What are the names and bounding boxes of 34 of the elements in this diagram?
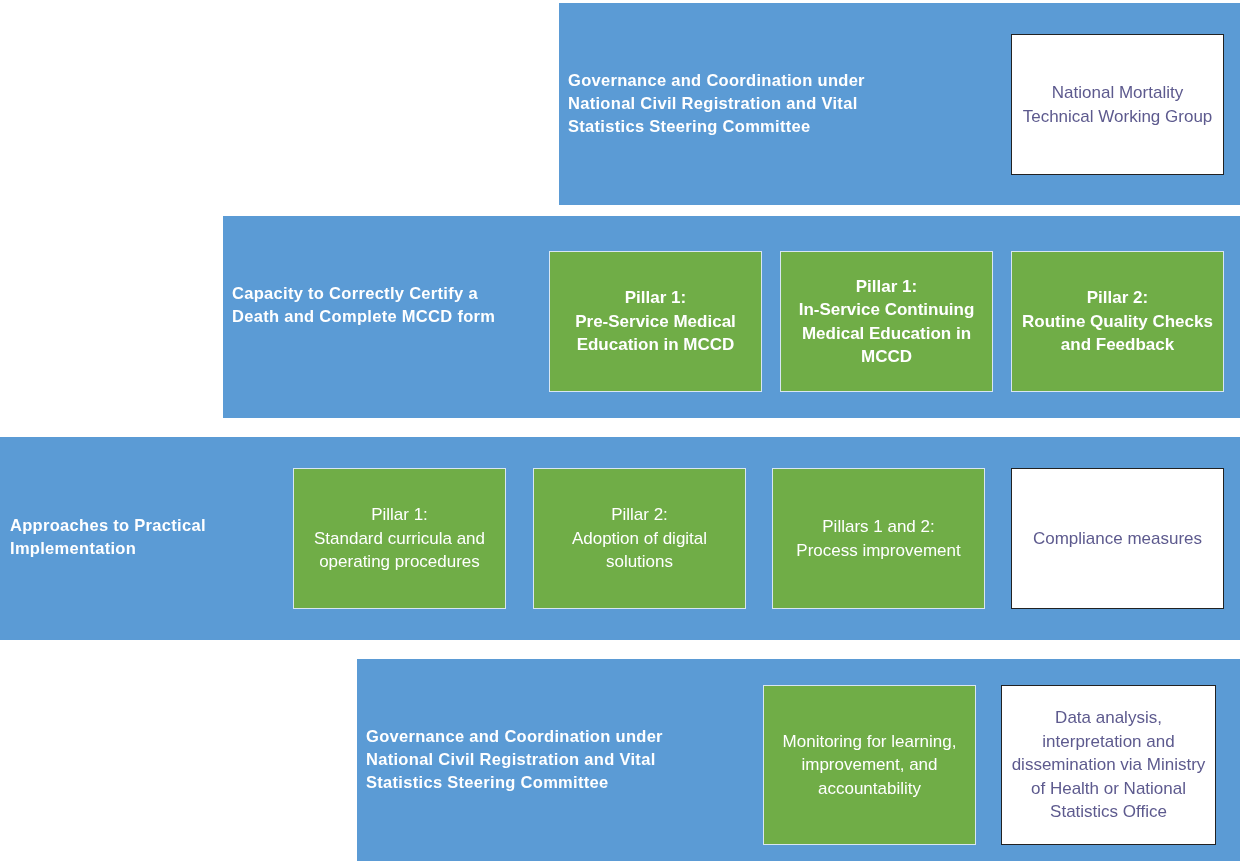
box-text: Standard curricula and operating procedures [312, 527, 486, 574]
pillar-box [293, 468, 506, 609]
text-box [1011, 468, 1224, 609]
pillar-label: Pillar 1: [624, 287, 687, 310]
pillar-label: Pillar 1: [855, 275, 918, 298]
pillar-label: Pillar 2: [611, 504, 668, 527]
section-heading: Approaches to Practical Implementation [10, 515, 207, 559]
section-heading: Governance and Coordination under National Civil Registration and Vital Statistics Steering Committee [366, 726, 664, 793]
pillar-label: Pillars 1 and 2: [822, 516, 935, 538]
pillar-label: Pillar 2: [1086, 287, 1149, 310]
box-text: National Mortality Technical Working Group [1021, 82, 1214, 128]
box-text: Routine Quality Checks and Feedback [1021, 310, 1214, 357]
section-band [559, 3, 1240, 205]
box-text: Adoption of digital solutions [570, 527, 709, 574]
box-text: Monitoring for learning, improvement, and accountability [781, 730, 958, 800]
section-heading: Governance and Coordination under National Civil Registration and Vital Statistics Steering Committee [568, 70, 866, 137]
section-band [0, 437, 1240, 640]
section-band [223, 216, 1240, 418]
text-box [1001, 685, 1216, 845]
text-box [1011, 34, 1224, 175]
box-text: In-Service Continuing Medical Education in MCCD [797, 299, 976, 368]
pillar-box [763, 685, 976, 845]
section-heading: Capacity to Correctly Certify a Death and Complete MCCD form [232, 283, 497, 327]
pillar-box [533, 468, 746, 609]
pillar-box [780, 251, 993, 392]
box-text: Process improvement [796, 539, 961, 562]
pillar-box [549, 251, 762, 392]
pillar-box [772, 468, 985, 609]
box-text: Data analysis, interpretation and dissemination via Ministry of Health or National Statistics Office [1010, 707, 1207, 824]
pillar-label: Pillar 1: [371, 504, 428, 527]
pillar-box [1011, 251, 1224, 392]
section-band [357, 659, 1240, 861]
box-text: Pre-Service Medical Education in MCCD [574, 310, 737, 357]
box-text: Compliance measures [1032, 527, 1203, 550]
